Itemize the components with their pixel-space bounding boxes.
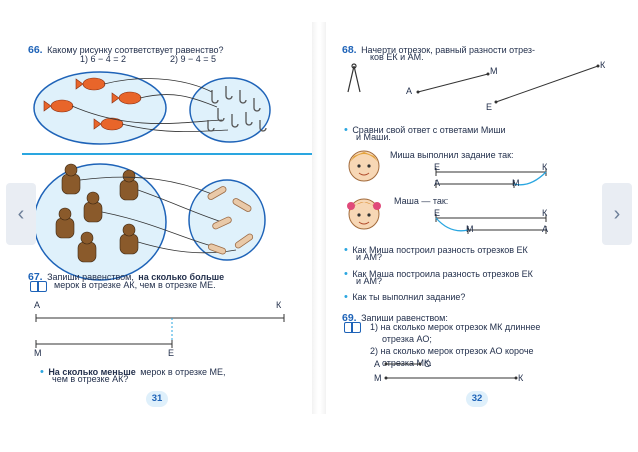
question-text-2: и АМ?: [356, 252, 383, 262]
label-M: М: [374, 373, 382, 383]
exercise-66-illustration: [22, 71, 312, 281]
item-1-cont: отрезка АО;: [382, 334, 432, 344]
label-A: А: [434, 178, 441, 188]
question-text: Как Маша построила разность отрезков ЕК: [352, 269, 533, 279]
bullet-question: • На сколько меньше мерок в отрезке МЕ,: [40, 362, 226, 380]
hooks-set-oval: [189, 77, 271, 143]
left-page: 66. Какому рисунку соответствует равенст…: [22, 22, 312, 414]
link-lines: [79, 176, 237, 254]
equation-2: 2) 9 − 4 = 5: [170, 54, 217, 64]
exercise-number: 66.: [28, 44, 43, 56]
instruction-text: Начерти отрезок, равный разности отрез-: [361, 45, 536, 55]
bullet-icon: •: [40, 366, 44, 378]
exercise-66-question: 66. Какому рисунку соответствует равенст…: [28, 40, 224, 58]
label-M: М: [466, 224, 474, 234]
segments-figure: [35, 314, 285, 348]
question-text: Как ты выполнил задание?: [352, 292, 466, 302]
instruction-text: Запиши равенством,: [47, 272, 134, 282]
bullet-compare: • Сравни свой ответ с ответами Миши: [344, 120, 506, 138]
question-3: • Как ты выполнил задание?: [344, 287, 465, 305]
prev-page-button[interactable]: ‹: [6, 183, 36, 245]
fish-icon: [43, 77, 142, 131]
question-1: • Как Миша построил разность отрезков ЕК: [344, 240, 528, 258]
misha-figure: [435, 168, 547, 188]
right-page: 68. Начерти отрезок, равный разности отр…: [326, 22, 616, 414]
segments-figure: [384, 362, 518, 380]
label-E: Е: [168, 348, 175, 358]
label-M: М: [512, 178, 520, 188]
label-M: М: [490, 66, 498, 76]
chevron-left-icon: ‹: [17, 202, 25, 225]
label-A: А: [406, 86, 413, 96]
exercise-69-title: 69. Запиши равенством:: [342, 308, 448, 326]
bullet-text: мерок в отрезке МЕ,: [140, 367, 226, 377]
fish-set-oval: [33, 71, 167, 145]
label-K: К: [542, 208, 548, 218]
equation-1: 1) 6 − 4 = 2: [80, 54, 127, 64]
question-text: Как Миша построил разность отрезков ЕК: [352, 245, 528, 255]
instruction-bold: на сколько больше: [138, 272, 225, 282]
exercise-number: 67.: [28, 271, 43, 283]
book-icon: [30, 281, 47, 292]
instruction-text-2: мерок в отрезке АК, чем в отрезке МЕ.: [54, 280, 216, 290]
item-1: 1) на сколько мерок отрезок МК длиннее: [370, 322, 541, 332]
boy-avatar-icon: [348, 150, 380, 182]
exercise-number: 69.: [342, 312, 357, 324]
bullet-icon: •: [344, 268, 348, 280]
masha-figure: [435, 214, 547, 234]
misha-caption: Миша выполнил задание так:: [390, 150, 514, 160]
book-icon: [344, 322, 361, 333]
segment-ticks: [35, 314, 285, 322]
exercise-68-line1: 68. Начерти отрезок, равный разности отр…: [342, 40, 535, 58]
bullet-icon: •: [344, 291, 348, 303]
bullet-icon: •: [344, 244, 348, 256]
page-number: 32: [466, 391, 488, 407]
label-K: К: [518, 373, 524, 383]
label-A: А: [34, 300, 41, 310]
bone-icon: [207, 186, 254, 255]
page-number: 31: [146, 391, 168, 407]
bullet-text: Сравни свой ответ с ответами Миши: [352, 125, 506, 135]
instruction-text: Запиши равенством:: [361, 313, 448, 323]
bullet-icon: •: [344, 124, 348, 136]
label-M: М: [34, 348, 42, 358]
book-spine: [312, 22, 326, 414]
dogs-set-oval: [33, 163, 167, 281]
label-E: Е: [486, 102, 493, 112]
exercise-67-line1: 67. Запиши равенством, на сколько больше: [28, 267, 224, 285]
bullet-text-2: чем в отрезке АК?: [52, 374, 129, 384]
label-A: А: [542, 224, 549, 234]
segments-figure: [347, 63, 600, 104]
dog-icon: [55, 163, 139, 263]
bullet-text-2: и Маши.: [356, 132, 391, 142]
item-2: 2) на сколько мерок отрезок АО короче: [370, 346, 534, 356]
bullet-bold: На сколько меньше: [48, 367, 136, 377]
exercise-number: 68.: [342, 44, 357, 56]
label-K: К: [542, 162, 548, 172]
hook-icon: [207, 86, 267, 132]
label-K: К: [276, 300, 282, 310]
question-2: • Как Маша построила разность отрезков Е…: [344, 264, 533, 282]
label-E: Е: [434, 208, 441, 218]
question-text-2: и АМ?: [356, 276, 383, 286]
label-O: О: [424, 359, 432, 369]
label-E: Е: [434, 162, 441, 172]
label-A: А: [374, 359, 381, 369]
label-K: К: [600, 60, 606, 70]
next-page-button[interactable]: ›: [602, 183, 632, 245]
compass-icon: [347, 63, 361, 93]
instruction-text-2: ков ЕК и АМ.: [370, 52, 424, 62]
girl-avatar-icon: [347, 198, 381, 230]
question-text: Какому рисунку соответствует равенство?: [47, 45, 224, 55]
masha-caption: Маша — так:: [394, 196, 449, 206]
item-2-cont: отрезка МК.: [382, 358, 432, 368]
chevron-right-icon: ›: [613, 202, 621, 225]
